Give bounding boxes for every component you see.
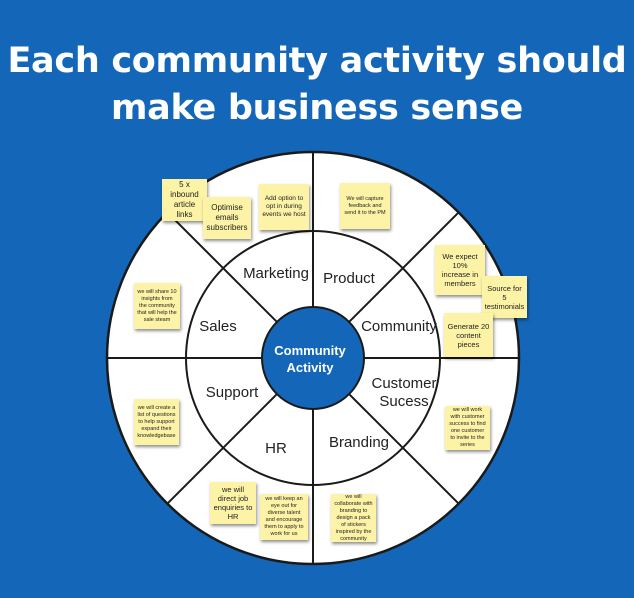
segment-label-support: Support <box>205 384 259 401</box>
sticky-note-opt-in-events: Add option to opt in during events we ho… <box>259 184 309 230</box>
title-line-1: Each community activity should <box>7 41 627 81</box>
note-text: Optimise emails subscribers <box>206 203 248 232</box>
sticky-note-inbound-links: 5 x inbound article links <box>162 179 207 221</box>
sticky-note-support-questions: we will create a list of questions to he… <box>134 399 179 445</box>
segment-label-community: Community <box>361 318 437 335</box>
note-text: Generate 20 content pieces <box>447 321 490 349</box>
sticky-note-customer-success-invite: we will work with customer success to fi… <box>445 406 490 450</box>
sticky-note-increase-members: We expect 10% increase in members <box>435 245 485 295</box>
center-circle <box>261 306 365 410</box>
sticky-note-sales-insights: we will share 10 insights from the commu… <box>134 283 180 329</box>
center-label: Community Activity <box>274 343 346 375</box>
sticky-note-job-enquiries: we will direct job enquiries to HR <box>210 482 256 524</box>
note-text: We will capture feedback and send it to … <box>344 195 386 216</box>
sticky-note-testimonials: Source for 5 testimonials <box>482 276 527 318</box>
sticky-note-capture-feedback: We will capture feedback and send it to … <box>340 183 390 229</box>
note-text: we will work with customer success to fi… <box>449 407 486 448</box>
note-text: we will keep an eye out for diverse tale… <box>264 496 304 537</box>
sticky-note-optimise-emails: Optimise emails subscribers <box>203 197 251 239</box>
note-text: 5 x inbound article links <box>170 180 199 219</box>
page-title: Each community activity should make busi… <box>0 38 634 132</box>
segment-label-marketing: Marketing <box>243 265 309 282</box>
segment-label-branding: Branding <box>328 434 390 451</box>
segment-label-product: Product <box>323 270 375 287</box>
sticky-note-content-pieces: Generate 20 content pieces <box>444 313 493 357</box>
note-text: we will share 10 insights from the commu… <box>137 288 177 323</box>
sticky-note-keep-eye-talent: we will keep an eye out for diverse tale… <box>260 494 308 540</box>
note-text: we will collaborate with branding to des… <box>334 493 373 542</box>
title-line-2: make business sense <box>110 88 523 128</box>
note-text: we will direct job enquiries to HR <box>213 485 253 521</box>
note-text: Add option to opt in during events we ho… <box>262 195 306 218</box>
note-text: We expect 10% increase in members <box>441 252 479 288</box>
segment-label-hr: HR <box>265 440 287 457</box>
segment-label-customer-sucess: Customer Sucess <box>371 375 437 410</box>
segment-label-sales: Sales <box>199 318 237 335</box>
note-text: we will create a list of questions to he… <box>137 404 176 439</box>
note-text: Source for 5 testimonials <box>484 283 525 311</box>
sticky-note-stickers-pack: we will collaborate with branding to des… <box>331 494 376 542</box>
